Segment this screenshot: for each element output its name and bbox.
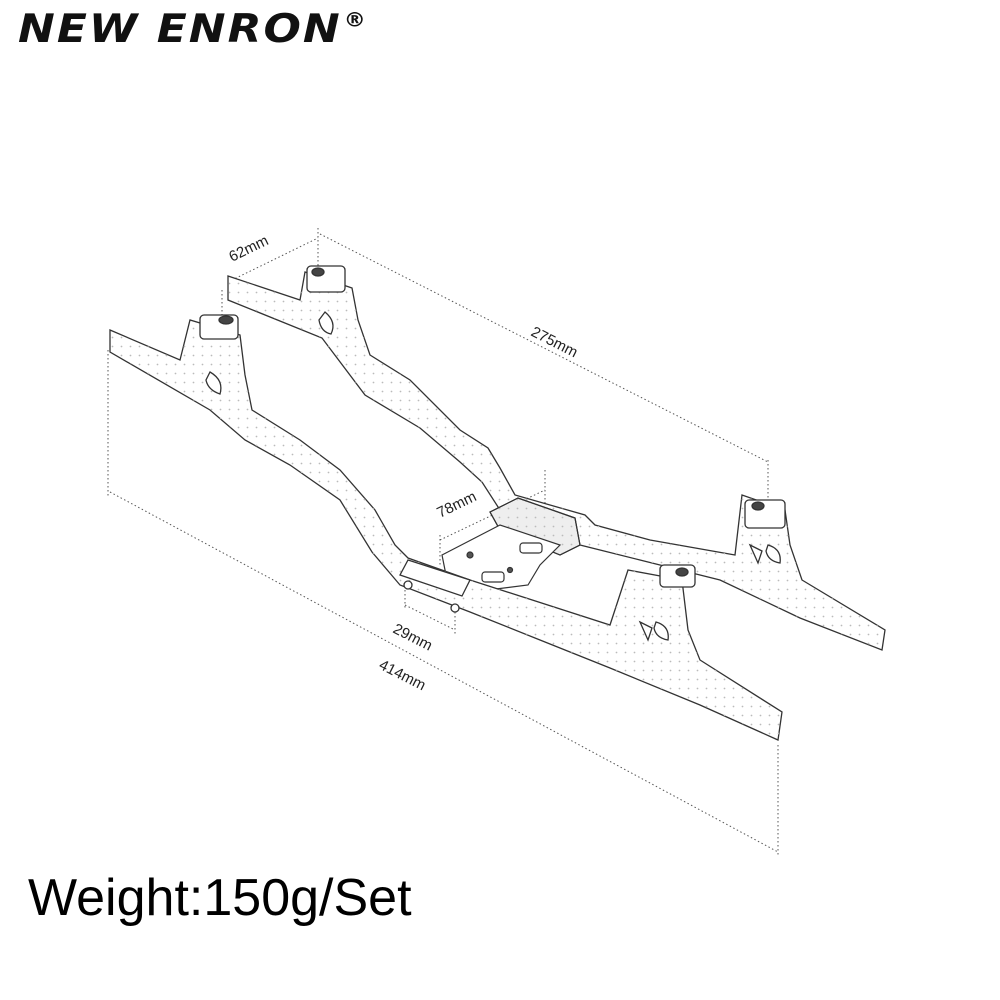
weight-label: Weight:150g/Set bbox=[28, 869, 412, 927]
dim-rail-height: 29mm bbox=[390, 620, 435, 654]
rear-frame-rail bbox=[227, 265, 886, 651]
dim-overall-length: 414mm bbox=[376, 656, 428, 694]
front-frame-rail bbox=[109, 314, 783, 741]
dim-skid-width: 78mm bbox=[434, 488, 479, 522]
dim-length-wheelbase: 275mm bbox=[528, 323, 580, 361]
registered-mark: ® bbox=[343, 9, 368, 33]
brand-logo: NEW ENRON® bbox=[18, 6, 368, 52]
skid-plate bbox=[441, 497, 581, 591]
brand-name: NEW ENRON bbox=[18, 6, 342, 52]
dim-width-top: 62mm bbox=[226, 232, 271, 266]
